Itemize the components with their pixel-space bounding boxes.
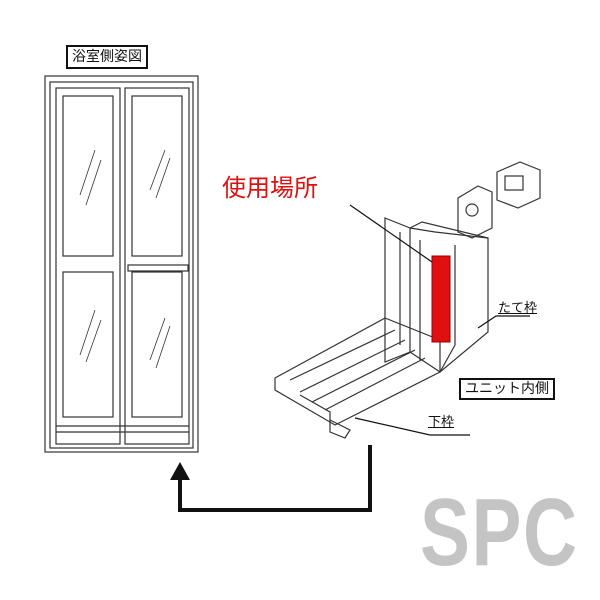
folding-door-elevation [44, 75, 199, 453]
arrowhead [170, 462, 190, 480]
usage-leader-line [349, 204, 433, 263]
usage-highlight-strip [431, 255, 451, 343]
door-handle-bar [127, 264, 189, 272]
hardware-parts [457, 161, 541, 239]
spc-watermark: SPC [420, 479, 579, 586]
vertical-frame-label: たて枠 [498, 301, 538, 316]
direction-arrow [178, 445, 372, 512]
bottom-frame-leader-line [354, 417, 470, 436]
unit-inside-label: ユニット内側 [459, 378, 555, 400]
vertical-frame-leader-line [477, 315, 530, 329]
bottom-frame-label: 下枠 [428, 415, 455, 430]
usage-location-label: 使用場所 [222, 174, 318, 202]
frame-section-drawing [274, 217, 489, 439]
side-view-label: 浴室側姿図 [66, 45, 148, 69]
